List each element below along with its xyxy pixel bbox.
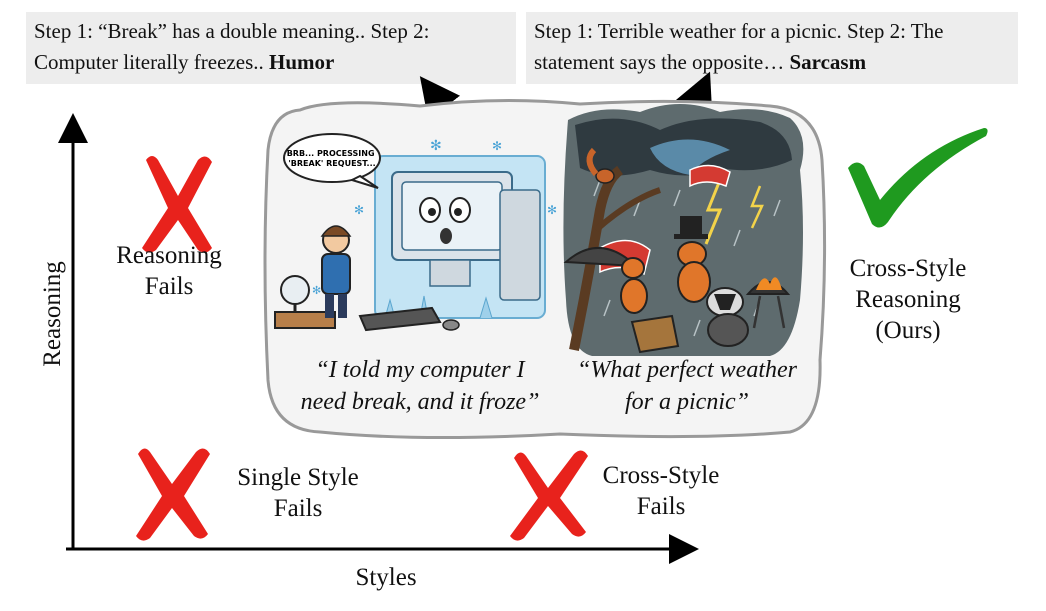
cross-style-reasoning-label: Cross-Style Reasoning (Ours): [849, 255, 967, 344]
reasoning-fails-label: Reasoning Fails: [116, 242, 222, 300]
speech-bubble-text: BRB... PROCESSING 'BREAK' REQUEST...: [287, 149, 378, 168]
single-style-fails-label: Single Style Fails: [237, 464, 359, 522]
reasoning-fails-x-icon: [142, 156, 212, 253]
sarcasm-quote: “What perfect weather for a picnic”: [577, 357, 797, 415]
y-axis-label: Reasoning: [39, 261, 66, 367]
cross-style-fails-x-icon: [510, 450, 588, 541]
humor-callout-label: Humor: [269, 50, 335, 74]
single-style-fails-x-icon: [136, 448, 210, 541]
svg-text:✻: ✻: [312, 284, 321, 297]
sarcasm-callout-text: Step 1: Terrible weather for a picnic. S…: [534, 19, 944, 74]
humor-callout: Step 1: “Break” has a double meaning.. S…: [26, 12, 516, 84]
stormy-picnic-illustration: [563, 104, 804, 356]
svg-text:✻: ✻: [430, 138, 442, 154]
sarcasm-callout: Step 1: Terrible weather for a picnic. S…: [526, 12, 1018, 84]
humor-callout-text: Step 1: “Break” has a double meaning.. S…: [34, 19, 430, 74]
cross-style-reasoning-check-icon: [848, 128, 988, 228]
svg-text:✻: ✻: [547, 203, 557, 217]
svg-text:✻: ✻: [354, 203, 364, 217]
humor-quote: “I told my computer I need break, and it…: [300, 357, 540, 415]
svg-text:✻: ✻: [492, 139, 502, 153]
sarcasm-callout-label: Sarcasm: [789, 50, 867, 74]
x-axis-label: Styles: [355, 564, 417, 591]
cross-style-fails-label: Cross-Style Fails: [602, 462, 720, 520]
frozen-computer-illustration: BRB... PROCESSING 'BREAK' REQUEST... ✻ ✻…: [274, 133, 557, 332]
